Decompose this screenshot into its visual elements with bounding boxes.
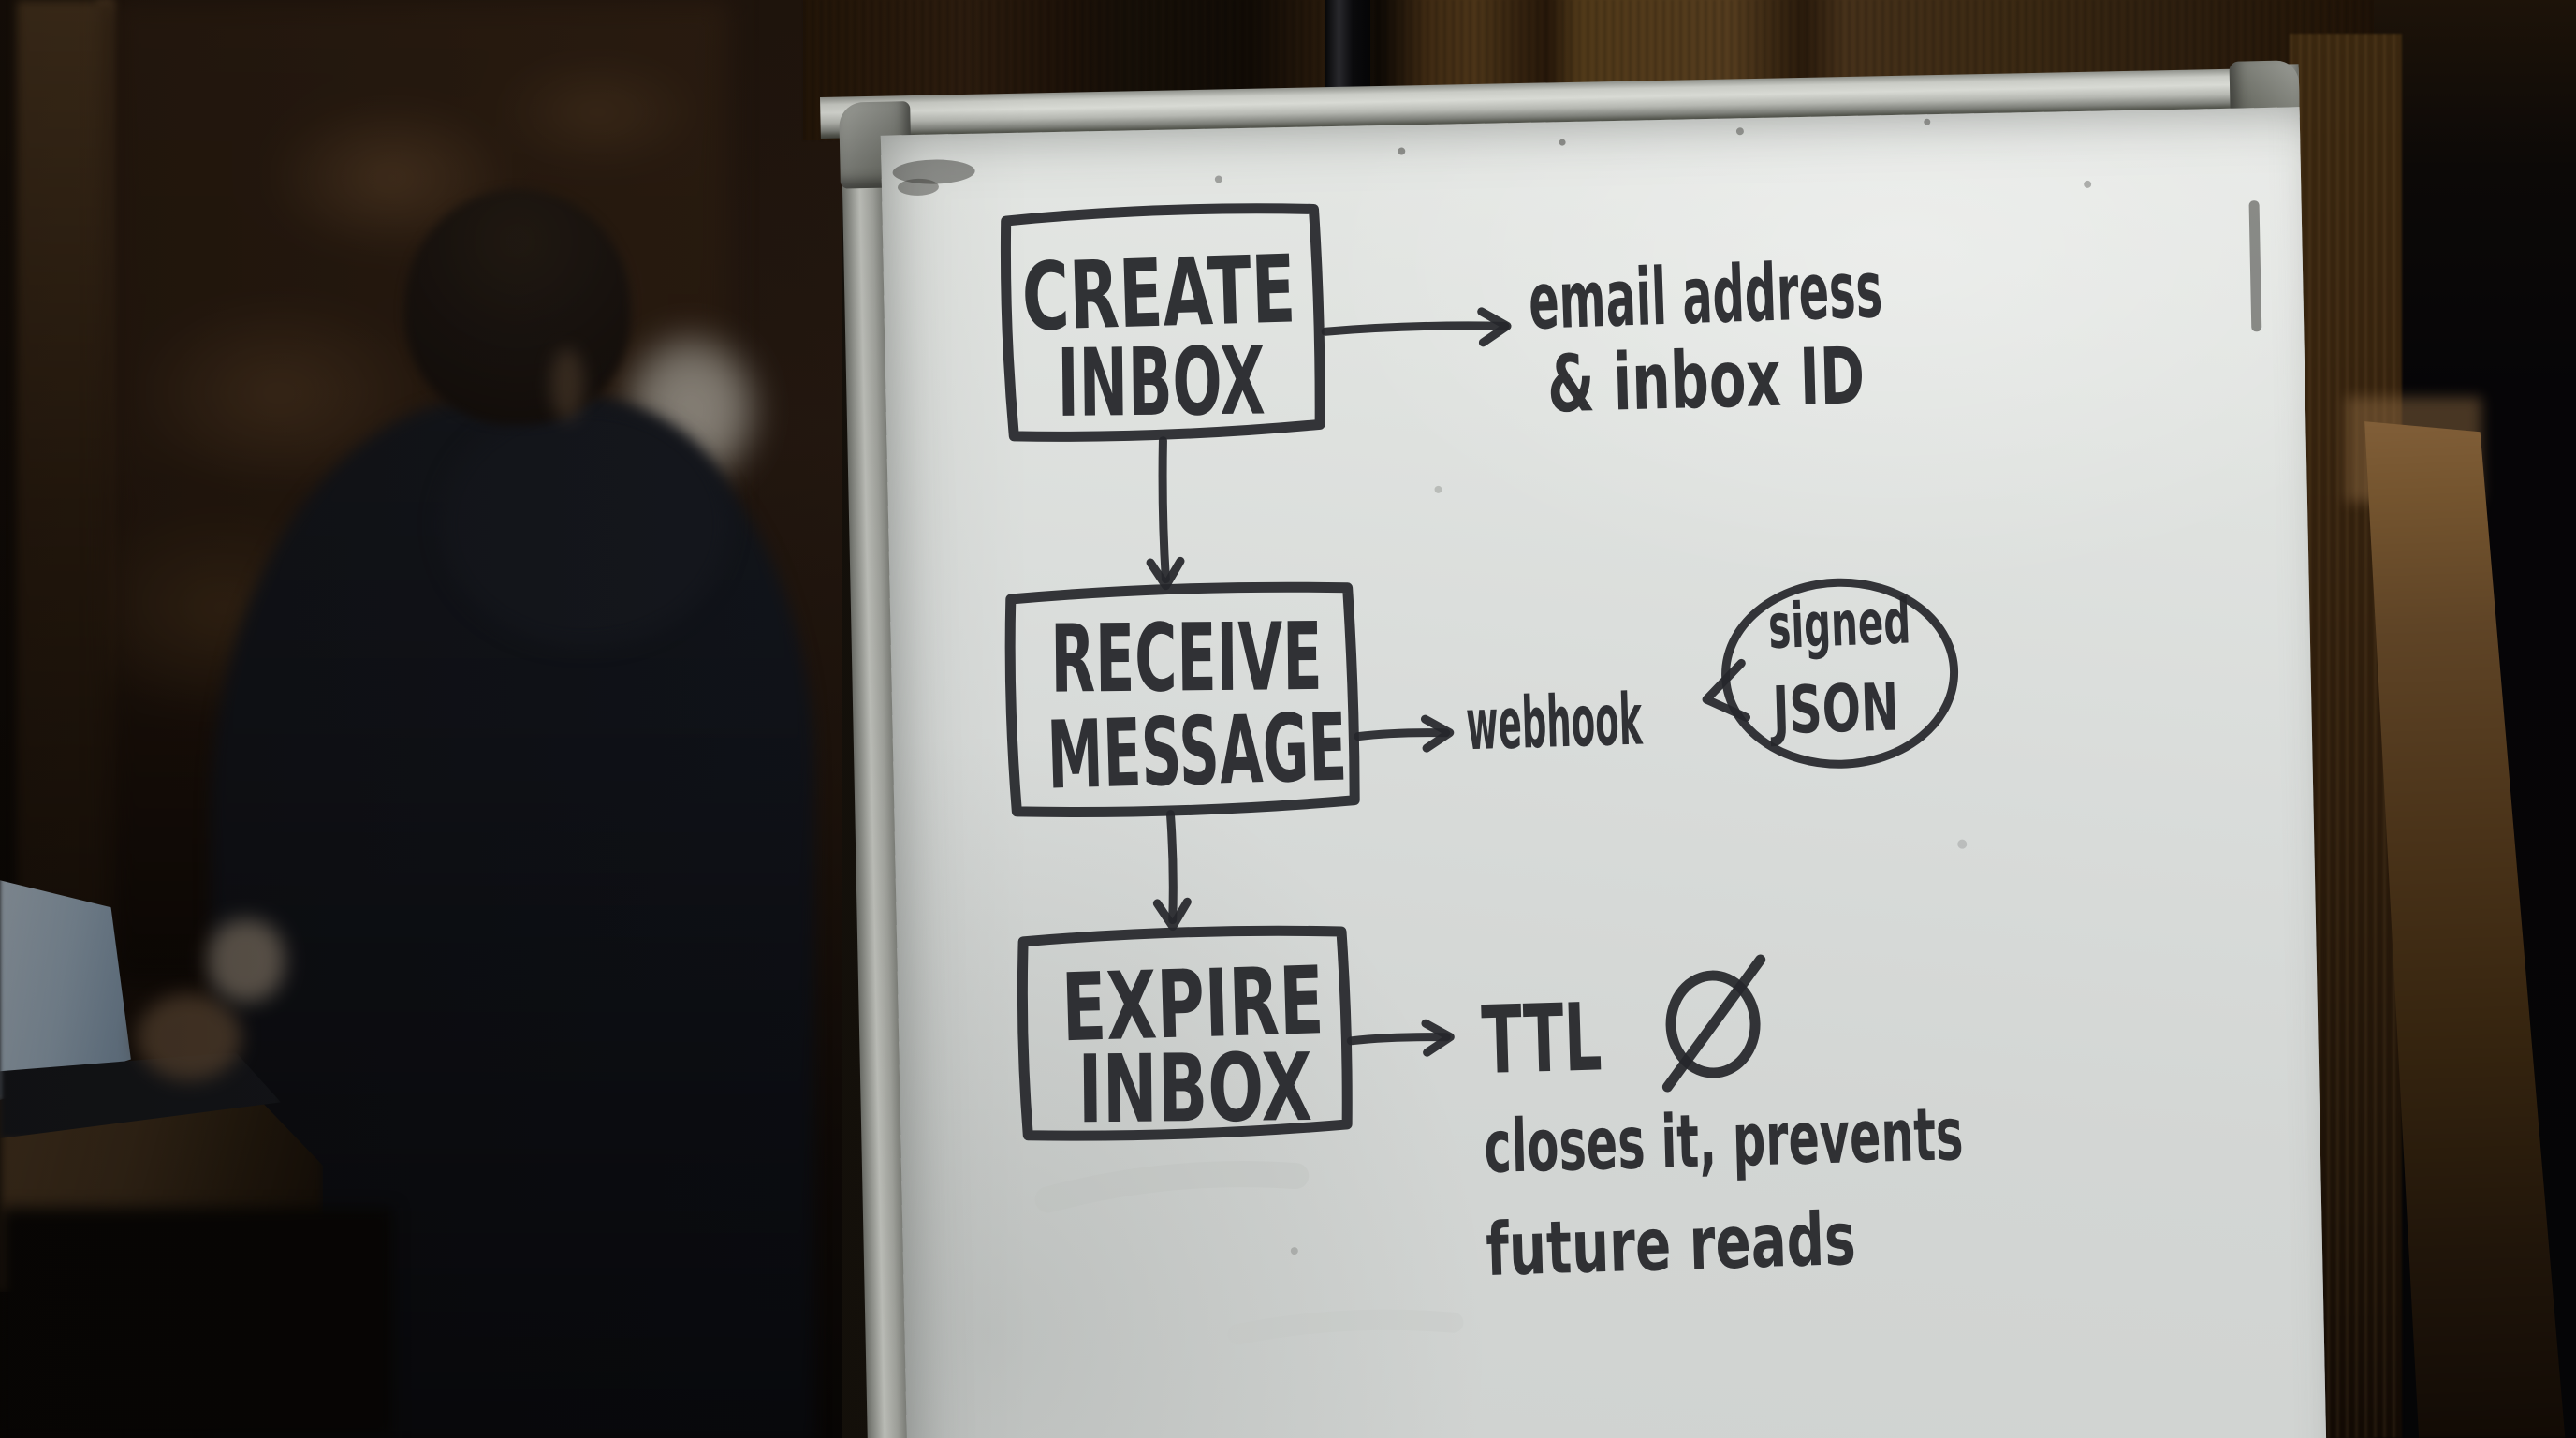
annotation-expire-output: TTL closes it, prevents future reads [1480, 954, 1965, 1293]
speech-bubble-signed-json: signed JSON [1702, 578, 1959, 769]
node-receive-line2: MESSAGE [1046, 692, 1348, 810]
node-create-line2: INBOX [1057, 326, 1266, 438]
arrow-create-to-receive [1146, 436, 1185, 591]
flowchart: CREATE INBOX email address & inbox ID RE… [892, 118, 2262, 1345]
webhook-label: webhook [1465, 678, 1644, 767]
create-output-line2: & inbox ID [1546, 330, 1866, 430]
board-smudges [892, 118, 2262, 1345]
bubble-line1: signed [1767, 585, 1912, 663]
table-shadow [0, 1208, 393, 1438]
whiteboard: CREATE INBOX email address & inbox ID RE… [820, 60, 2327, 1438]
person-neck-highlight [550, 348, 584, 421]
arrow-receive-to-webhook [1354, 714, 1455, 753]
node-receive-message: RECEIVE MESSAGE [1004, 581, 1360, 818]
ttl-zero-symbol [1661, 954, 1766, 1093]
arrow-create-to-output [1321, 307, 1512, 347]
ttl-label: TTL [1480, 982, 1603, 1095]
node-create-line1: CREATE [1020, 234, 1296, 352]
expire-note-line2: future reads [1485, 1197, 1857, 1293]
bubble-line2: JSON [1769, 668, 1900, 749]
annotation-webhook: webhook [1465, 678, 1644, 767]
arrow-receive-to-expire [1152, 810, 1192, 932]
node-expire-line2: INBOX [1077, 1033, 1312, 1144]
node-create-inbox: CREATE INBOX [1000, 203, 1325, 442]
expire-note-line1: closes it, prevents [1483, 1093, 1964, 1190]
annotation-create-output: email address & inbox ID [1527, 243, 1883, 430]
arrow-expire-to-ttl [1346, 1019, 1455, 1057]
create-output-line1: email address [1527, 243, 1883, 347]
typing-hand [137, 994, 242, 1080]
person-hood [440, 403, 730, 646]
node-expire-line1: EXPIRE [1061, 946, 1325, 1063]
node-expire-inbox: EXPIRE INBOX [1017, 925, 1353, 1144]
node-receive-line1: RECEIVE [1050, 602, 1323, 714]
cup-on-table [208, 919, 285, 1002]
person-head [404, 189, 631, 425]
